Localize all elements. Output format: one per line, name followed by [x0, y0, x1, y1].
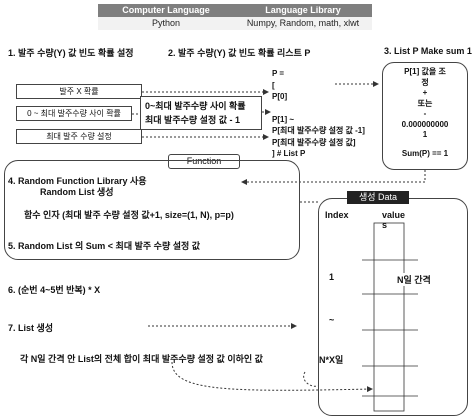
box-x-probability: 발주 X 확률 [16, 84, 142, 99]
section5-title: 5. Random List 의 Sum < 최대 발주 수량 설정 값 [8, 241, 201, 251]
section7-description: 각 N일 간격 안 List의 전체 합이 최대 발주수량 설정 값 이하인 값 [20, 354, 263, 364]
box-max-order-setting: 최대 발주 수량 설정 [16, 129, 142, 144]
p-line: P[최대 발주수량 설정 값] [272, 137, 356, 147]
p-list: P = [ P[0] P[1] ~ P[최대 발주수량 설정 값 -1] P[최… [272, 68, 365, 160]
generated-data-panel [318, 198, 468, 416]
mid-max-label: 최대 발주수량 설정 값 - 1 [145, 115, 241, 125]
section3-title: 3. List P Make sum 1 [384, 46, 472, 56]
data-values-header: value s [382, 210, 405, 230]
sum-line: P[1] 값을 조 [404, 67, 446, 76]
sum-line: + [422, 88, 428, 97]
sum-one-box: P[1] 값을 조 정 + 또는 - 0.000000000 1 Sum(P) … [382, 62, 468, 170]
data-interval-label: N일 간격 [397, 273, 431, 286]
section7-title: 7. List 생성 [8, 323, 54, 333]
table-header-language: Computer Language [98, 4, 234, 17]
data-list-column [373, 222, 405, 412]
table-cell-language: Python [98, 17, 234, 30]
sum-line: Sum(P) == 1 [401, 148, 449, 158]
arrow-bottom-back [303, 371, 319, 387]
p-line: P = [272, 69, 285, 78]
box-range-and-max: 0~최대 발주수량 사이 확률 최대 발주수량 설정 값 - 1 [140, 96, 262, 130]
table-header-library: Language Library [234, 4, 372, 17]
p-line: P[0] [272, 92, 288, 101]
section4-args: 함수 인자 (최대 발주 수량 설정 값+1, size=(1, N), p=p… [24, 210, 234, 220]
values-header-line: value [382, 210, 406, 220]
section4-line1: 4. Random Function Library 사용 [8, 176, 147, 186]
sum-line [383, 141, 467, 149]
box-range-probability: 0 ~ 최대 발주수량 사이 확률 [16, 106, 132, 121]
data-index-1: 1 [329, 272, 335, 282]
sum-line: 1 [422, 130, 428, 139]
mid-range-label: 0~최대 발주수량 사이 확률 [145, 101, 246, 111]
function-container [4, 160, 300, 260]
p-line: P[1] ~ [272, 114, 295, 124]
sum-line: - [423, 109, 427, 118]
sum-line: 0.000000000 [401, 119, 449, 129]
section6-title: 6. (순번 4~5번 반복) * X [8, 285, 101, 295]
generated-data-tab: 생성 Data [347, 191, 409, 204]
function-label: Function [168, 154, 240, 169]
p-line: P[최대 발주수량 설정 값 -1] [272, 126, 365, 135]
p-line: [ [272, 80, 275, 90]
section4-line2: Random List 생성 [40, 187, 114, 197]
data-index-header: Index [325, 210, 349, 220]
data-index-tilde: ~ [329, 315, 335, 325]
section1-title: 1. 발주 수량(Y) 값 빈도 확률 설정 [8, 48, 134, 58]
section2-title: 2. 발주 수량(Y) 값 빈도 확률 리스트 P [168, 48, 311, 58]
sum-line: 정 [421, 77, 429, 87]
data-index-nx: N*X일 [319, 355, 344, 365]
p-line [272, 103, 365, 114]
p-line: ] # List P [272, 149, 306, 158]
sum-line: 또는 [417, 98, 433, 108]
values-header-line: s [382, 220, 388, 230]
table-cell-library: Numpy, Random, math, xlwt [234, 17, 372, 30]
